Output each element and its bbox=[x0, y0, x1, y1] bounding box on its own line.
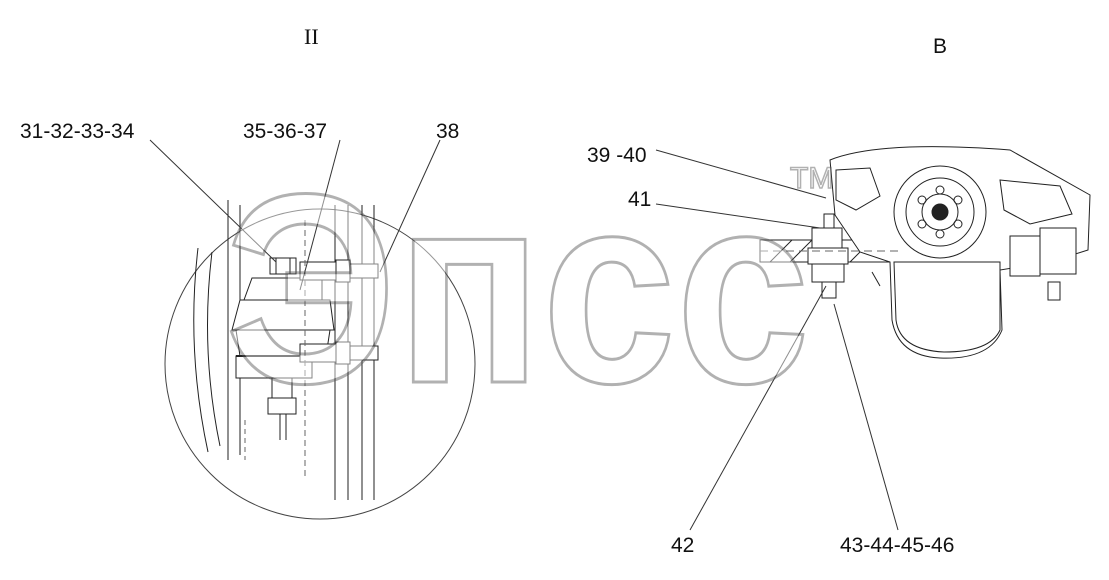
callout-label: 38 bbox=[436, 120, 459, 143]
watermark-text: Эпсс bbox=[225, 139, 810, 440]
callout-label: 43-44-45-46 bbox=[840, 534, 954, 557]
view-B-engine bbox=[759, 146, 1091, 359]
callout-label: 42 bbox=[671, 534, 694, 557]
callout-label: 35-36-37 bbox=[243, 120, 327, 143]
watermark-trademark: TM bbox=[790, 162, 833, 195]
detail-title: II bbox=[304, 24, 319, 49]
callout-label: 39 -40 bbox=[587, 144, 647, 167]
leader-lines bbox=[149, 139, 899, 531]
view-title: B bbox=[933, 35, 947, 58]
detail-view-II bbox=[164, 200, 476, 520]
watermark: Эпсс TM bbox=[224, 138, 835, 442]
callout-label: 31-32-33-34 bbox=[20, 120, 135, 143]
callout-label: 41 bbox=[628, 188, 651, 211]
